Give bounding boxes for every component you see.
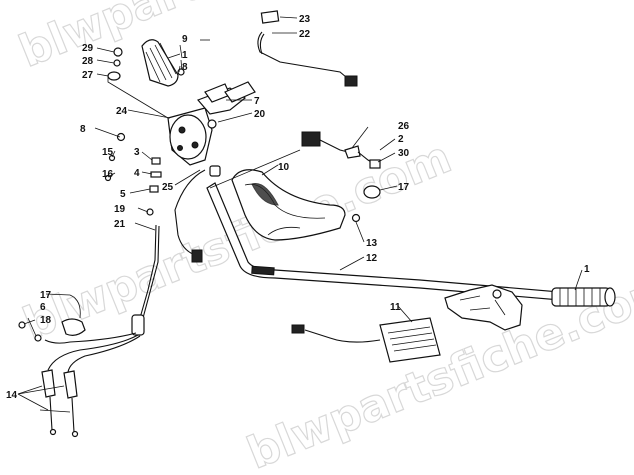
callout-11: 11 — [390, 302, 401, 313]
callout-1-right: 1 — [584, 264, 590, 275]
callout-5: 5 — [120, 189, 126, 200]
cable-bundle — [18, 318, 141, 438]
callout-labels: 1 1 2 3 4 5 6 7 8 8 9 10 11 12 13 14 15 … — [6, 14, 590, 401]
callout-15: 15 — [102, 147, 114, 158]
callout-28: 28 — [82, 56, 94, 67]
callout-25: 25 — [162, 182, 174, 193]
leader-lines — [17, 16, 583, 413]
callout-16: 16 — [102, 169, 114, 180]
left-grip — [141, 39, 179, 87]
callout-9: 9 — [182, 34, 188, 45]
callout-29: 29 — [82, 43, 94, 54]
callout-2: 2 — [398, 134, 404, 145]
callout-21: 21 — [114, 219, 126, 230]
left-control-housing — [167, 83, 247, 166]
callout-6: 6 — [40, 302, 46, 313]
brake-lever-bracket — [224, 81, 256, 103]
callout-17-left: 17 — [40, 290, 52, 301]
wire-harness-right — [301, 131, 381, 199]
hand-warmer-element — [291, 317, 441, 363]
callout-13: 13 — [366, 238, 378, 249]
watermark: blwpartsfiche.com blwpartsfiche.com blwp… — [12, 0, 634, 475]
callout-8-top: 8 — [182, 62, 188, 73]
callout-18: 18 — [40, 315, 52, 326]
callout-20: 20 — [254, 109, 266, 120]
right-grip — [551, 287, 616, 307]
callout-23: 23 — [299, 14, 311, 25]
wire-harness-top — [257, 10, 358, 87]
hardware-items — [104, 44, 361, 223]
callout-24: 24 — [116, 106, 128, 117]
callout-10: 10 — [278, 162, 290, 173]
callout-3: 3 — [134, 147, 140, 158]
callout-26: 26 — [398, 121, 410, 132]
callout-1-left: 1 — [182, 50, 188, 61]
watermark-text-top: blwpartsfiche.com — [12, 0, 454, 78]
callout-30: 30 — [398, 148, 410, 159]
callout-17-right: 17 — [398, 182, 410, 193]
callout-27: 27 — [82, 70, 94, 81]
callout-4: 4 — [134, 168, 140, 179]
throttle-block — [444, 284, 523, 331]
callout-22: 22 — [299, 29, 311, 40]
callout-8-left: 8 — [80, 124, 86, 135]
callout-7: 7 — [254, 96, 260, 107]
callout-14: 14 — [6, 390, 18, 401]
callout-19: 19 — [114, 204, 126, 215]
wire-harness-lower — [131, 169, 206, 336]
callout-12: 12 — [366, 253, 378, 264]
handlebar-pad — [231, 169, 346, 241]
